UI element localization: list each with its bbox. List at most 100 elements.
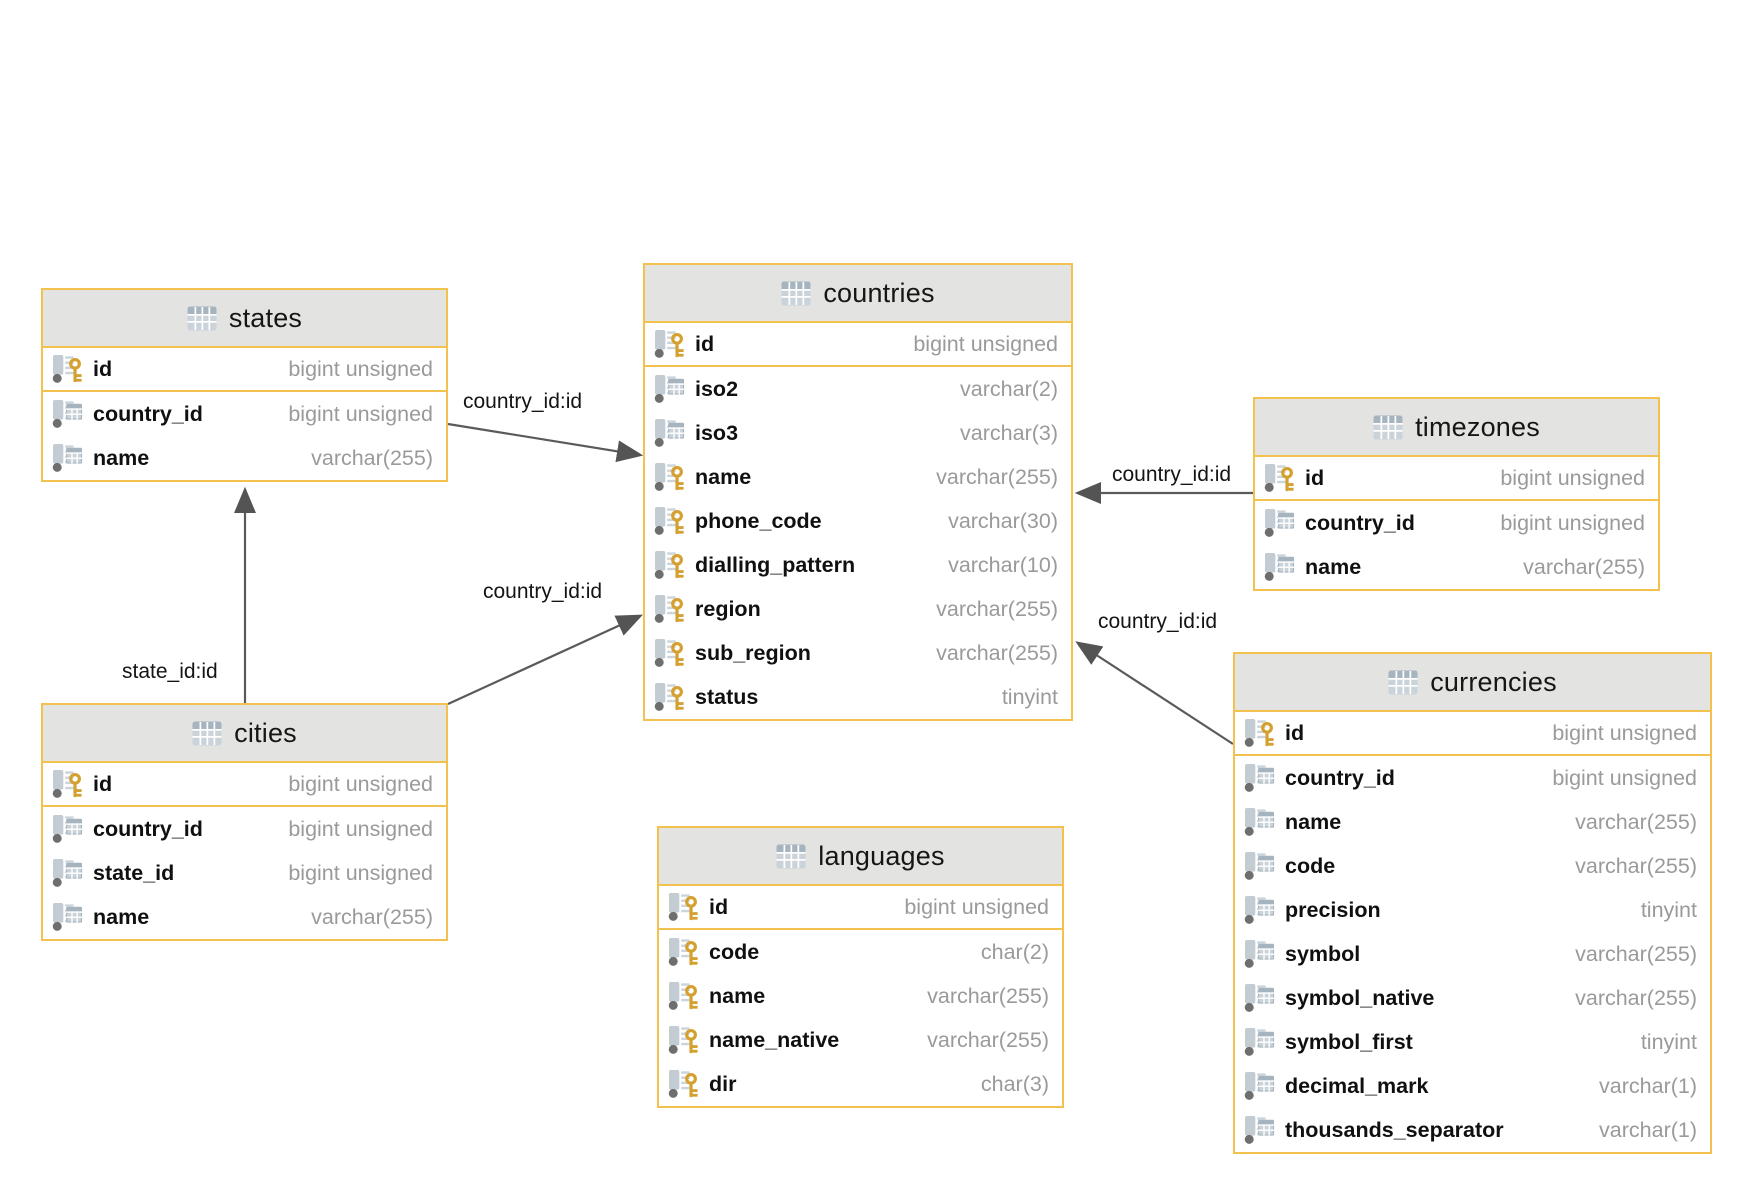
table-grid-icon — [187, 306, 217, 331]
field-name: country_id — [93, 401, 203, 426]
relation-line-currencies-to-countries — [1075, 641, 1234, 745]
field-row-currencies-country_id[interactable]: country_id bigint unsigned — [1235, 756, 1710, 800]
table-header-cities[interactable]: cities — [43, 705, 446, 763]
field-name: symbol — [1285, 941, 1361, 966]
field-type: bigint unsigned — [1552, 765, 1697, 790]
relation-label-cities-to-states: state_id:id — [122, 660, 218, 683]
column-icon — [52, 814, 84, 844]
field-type: varchar(255) — [936, 464, 1058, 489]
table-header-states[interactable]: states — [43, 290, 446, 348]
field-row-states-country_id[interactable]: country_id bigint unsigned — [43, 392, 446, 436]
field-row-currencies-symbol_first[interactable]: symbol_first tinyint — [1235, 1020, 1710, 1064]
field-type: varchar(255) — [927, 983, 1049, 1008]
field-type: varchar(255) — [1575, 853, 1697, 878]
field-type: bigint unsigned — [288, 401, 433, 426]
relation-line-cities-to-countries — [447, 614, 643, 705]
field-type: char(3) — [980, 1071, 1049, 1096]
relation-label-cities-to-countries: country_id:id — [483, 580, 603, 603]
column-icon — [654, 418, 686, 448]
field-type: varchar(2) — [960, 376, 1058, 401]
column-icon — [1264, 552, 1296, 582]
table-header-timezones[interactable]: timezones — [1255, 399, 1658, 457]
table-grid-icon — [1373, 415, 1403, 440]
field-name: name_native — [709, 1027, 840, 1052]
key-icon — [52, 769, 84, 799]
field-name: sub_region — [695, 640, 811, 665]
table-header-countries[interactable]: countries — [645, 265, 1071, 323]
key-icon — [52, 354, 84, 384]
key-icon — [654, 506, 686, 536]
field-type: tinyint — [1640, 1029, 1697, 1054]
field-row-states-name[interactable]: name varchar(255) — [43, 436, 446, 480]
table-grid-icon — [776, 844, 806, 869]
key-icon — [654, 594, 686, 624]
field-type: bigint unsigned — [288, 816, 433, 841]
field-type: varchar(30) — [948, 508, 1058, 533]
field-type: char(2) — [980, 939, 1049, 964]
field-name: region — [695, 596, 761, 621]
column-icon — [1244, 895, 1276, 925]
field-name: country_id — [1285, 765, 1395, 790]
field-type: varchar(255) — [311, 445, 433, 470]
field-name: status — [695, 684, 759, 709]
field-name: id — [695, 331, 715, 356]
field-name: name — [93, 445, 150, 470]
field-type: tinyint — [1001, 684, 1058, 709]
column-icon — [52, 399, 84, 429]
key-icon — [668, 892, 700, 922]
relation-label-timezones-to-countries: country_id:id — [1112, 463, 1232, 486]
key-icon — [654, 682, 686, 712]
key-icon — [668, 937, 700, 967]
table-header-currencies[interactable]: currencies — [1235, 654, 1710, 712]
column-icon — [654, 374, 686, 404]
column-icon — [52, 902, 84, 932]
field-name: id — [93, 356, 113, 381]
key-icon — [668, 981, 700, 1011]
field-type: varchar(3) — [960, 420, 1058, 445]
key-icon — [654, 462, 686, 492]
field-name: symbol_first — [1285, 1029, 1413, 1054]
table-title: currencies — [1430, 666, 1557, 697]
field-row-countries-status[interactable]: status tinyint — [645, 675, 1071, 719]
field-row-languages-name_native[interactable]: name_native varchar(255) — [659, 1018, 1062, 1062]
field-name: thousands_separator — [1285, 1117, 1504, 1142]
column-icon — [52, 858, 84, 888]
field-type: varchar(255) — [927, 1027, 1049, 1052]
table-header-languages[interactable]: languages — [659, 828, 1062, 886]
